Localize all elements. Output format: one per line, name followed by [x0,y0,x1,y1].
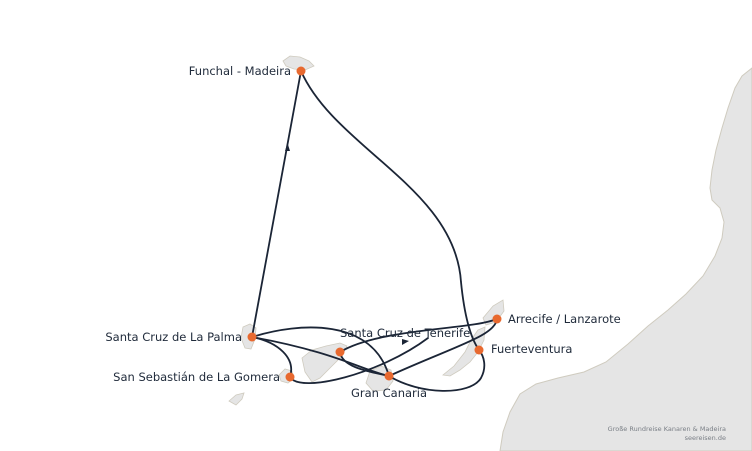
credit-source: seereisen.de [684,434,726,442]
route-la-gomera-tenerife [289,337,429,385]
marker-la-palma[interactable] [247,332,257,342]
island-madeira [282,55,315,71]
port-label-lanzarote: Arrecife / Lanzarote [508,312,621,326]
port-label-la-palma: Santa Cruz de La Palma [105,330,242,344]
marker-tenerife[interactable] [335,347,345,357]
port-label-gran-canaria: Gran Canaria [351,386,428,400]
island-lanzarote [482,299,505,326]
africa-landmass [499,67,752,451]
arrow-to-funchal [285,143,290,151]
route-funchal-fuerteventura [300,70,480,351]
route-la-palma-la-gomera [251,336,293,378]
port-markers [247,66,502,382]
route-gran-canaria-fuerteventura [388,349,486,392]
route-la-palma-funchal [251,70,302,338]
port-label-funchal: Funchal - Madeira [188,64,291,78]
marker-fuerteventura[interactable] [474,345,484,355]
port-label-tenerife: Santa Cruz de Tenerife [340,326,471,340]
route-lanzarote-gran-canaria [388,318,498,377]
arrow-to-lanzarote [402,339,409,345]
marker-gran-canaria[interactable] [384,371,394,381]
marker-lanzarote[interactable] [492,314,502,324]
island-el-hierro [228,392,245,406]
port-label-fuerteventura: Fuerteventura [491,342,573,356]
marker-funchal[interactable] [296,66,306,76]
port-label-la-gomera: San Sebastián de La Gomera [113,370,280,384]
route-tenerife-lanzarote [339,318,498,353]
cruise-routes [251,70,498,392]
credit-title: Große Rundreise Kanaren & Madeira [607,425,726,433]
marker-la-gomera[interactable] [285,372,295,382]
route-la-palma-gran-canaria [251,326,390,377]
